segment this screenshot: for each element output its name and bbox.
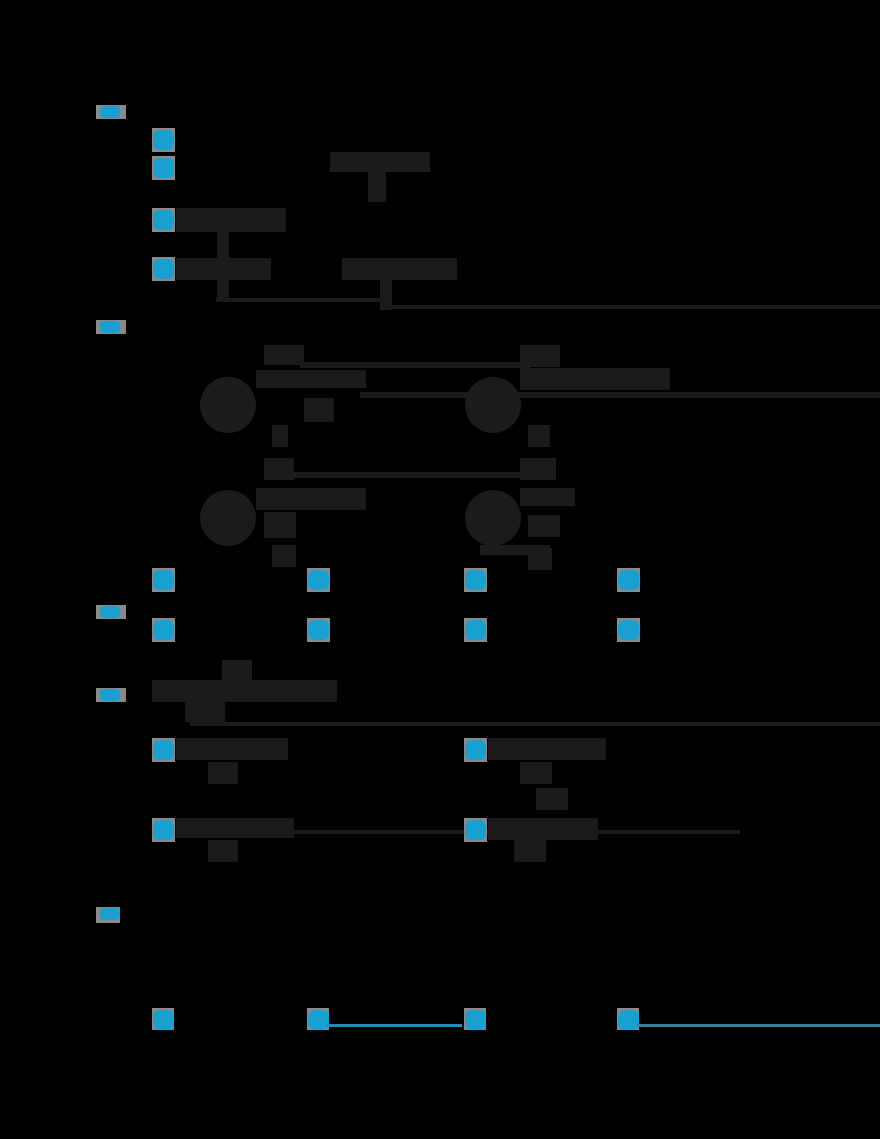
substituent [528,425,550,447]
option-badge[interactable] [464,1008,486,1030]
option-badge[interactable] [152,257,175,281]
structure-line [360,392,880,398]
bond-line [380,280,392,310]
question-number-badge [96,688,126,702]
substituent [208,762,238,784]
substituent [520,458,556,480]
structure-line [300,362,530,368]
substituent [520,762,552,784]
substituent [480,545,550,555]
substituent-chain [256,370,366,388]
substituent [536,788,568,810]
option-badge[interactable] [152,738,175,762]
question-number-badge [96,320,126,334]
substituent [208,840,238,862]
structure-line [280,472,530,478]
option-badge[interactable] [617,618,640,642]
substituent [272,545,296,567]
answer-line [637,1024,880,1027]
divider-line [385,305,880,309]
option-badge[interactable] [152,818,175,842]
option-badge[interactable] [152,128,175,152]
option-badge[interactable] [152,1008,174,1030]
substituent [264,345,304,365]
chemical-formula [176,818,294,838]
chemical-formula [176,738,288,760]
substituent [520,345,560,367]
chemical-formula [342,258,457,280]
option-badge[interactable] [152,568,175,592]
option-badge[interactable] [307,568,330,592]
substituent [304,398,334,422]
answer-line [327,1024,462,1027]
substituent-chain [520,368,670,390]
option-badge[interactable] [307,618,330,642]
question-number-badge [96,907,120,923]
substituent [520,488,575,506]
benzene-ring [465,377,521,433]
substituent [272,425,288,447]
chemical-formula [488,818,598,840]
option-badge[interactable] [464,738,487,762]
question-number-badge [96,605,126,619]
chemical-formula [330,152,430,172]
chemical-formula [176,208,286,232]
substituent [528,548,552,570]
option-badge[interactable] [464,568,487,592]
option-badge[interactable] [617,568,640,592]
chemical-formula [488,738,606,760]
chemical-formula [152,680,337,702]
chemical-formula [176,258,271,280]
option-badge[interactable] [152,618,175,642]
option-badge[interactable] [617,1008,639,1030]
divider-line [180,830,740,834]
substituent [528,515,560,537]
benzene-ring [200,490,256,546]
substituent [264,512,296,538]
chemical-formula-subscript [368,172,386,202]
benzene-ring [200,377,256,433]
substituent [222,660,252,682]
question-number-badge [96,105,126,119]
substituent-chain [256,488,366,510]
bracket-line [216,298,388,302]
benzene-ring [465,490,521,546]
option-badge[interactable] [464,818,487,842]
option-badge[interactable] [152,156,175,180]
substituent [514,840,546,862]
substituent [185,702,225,722]
divider-line [190,722,880,726]
option-badge[interactable] [307,1008,329,1030]
option-badge[interactable] [464,618,487,642]
option-badge[interactable] [152,208,175,232]
